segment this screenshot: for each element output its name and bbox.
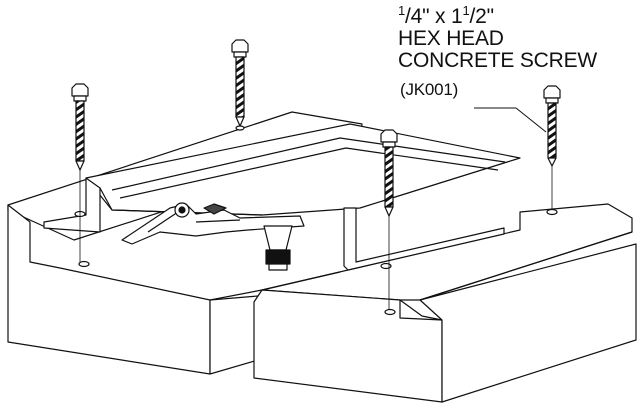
size-numerator-2: 1 — [462, 3, 470, 18]
callout-size-line: 1/4" x 11/2" — [398, 3, 634, 28]
size-numerator-1: 1 — [398, 3, 406, 18]
screw-front — [380, 129, 398, 217]
callout-part-number: (JK001) — [400, 80, 459, 99]
right-concrete-slab — [253, 203, 637, 403]
callout-line-concrete-screw: CONCRETE SCREW — [398, 49, 598, 72]
screw-centerlines — [79, 160, 553, 310]
screw-center — [231, 39, 249, 127]
center-retainer-clip — [121, 202, 305, 271]
screw-left — [71, 83, 89, 171]
size-text-2: /2" — [469, 5, 494, 28]
joint-cover-plate — [43, 123, 521, 271]
screw-callout: 1/4" x 11/2" HEX HEAD CONCRETE SCREW (JK… — [398, 3, 634, 101]
callout-leader — [474, 107, 547, 133]
screw-right — [543, 85, 561, 167]
drill-holes — [74, 125, 558, 316]
callout-line-hex-head: HEX HEAD — [398, 27, 504, 50]
joint-gap — [209, 271, 341, 301]
size-text-1: /4" x 1 — [405, 5, 463, 28]
